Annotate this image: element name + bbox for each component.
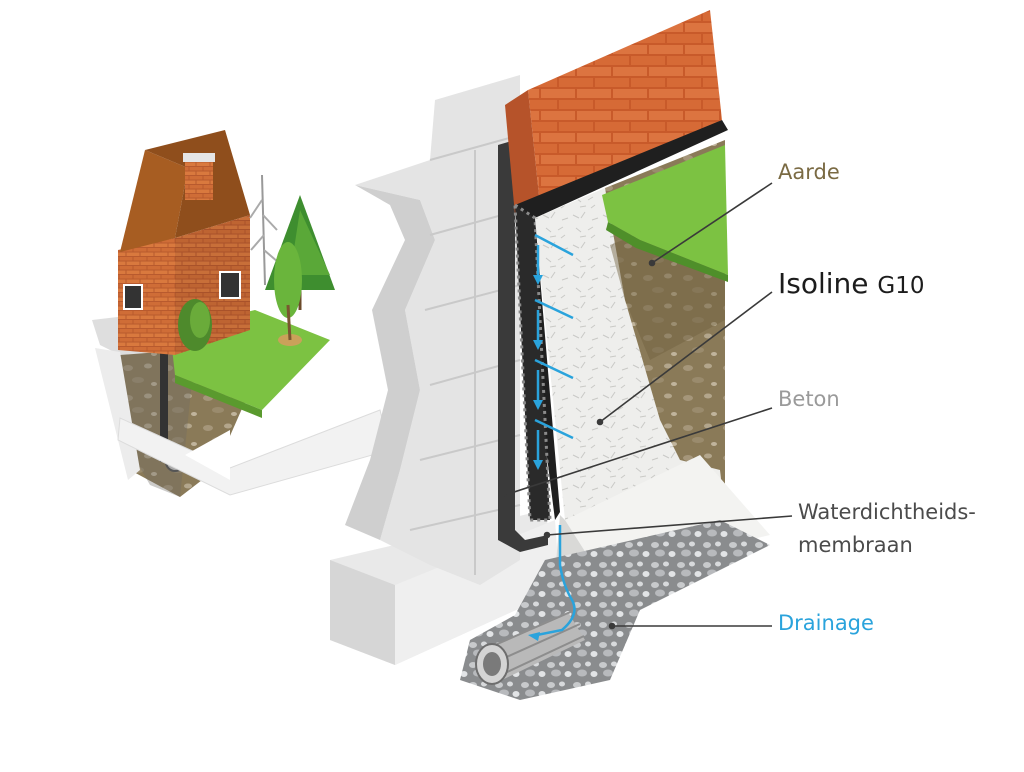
label-waterdichtheidsmembraan: Waterdichtheids- membraan: [798, 496, 976, 562]
label-membraan-line1: Waterdichtheids-: [798, 500, 976, 524]
leader-lines: [501, 182, 793, 630]
brick-wall: [528, 10, 722, 205]
main-section: [330, 10, 770, 700]
label-isoline-code: G10: [877, 273, 925, 299]
drainage-pipe-icon: [475, 609, 585, 685]
house-scene: [92, 130, 335, 497]
label-beton: Beton: [778, 387, 840, 411]
label-aarde: Aarde: [778, 160, 840, 184]
waterproof-membrane: [498, 140, 548, 552]
label-membraan-line2: membraan: [798, 533, 913, 557]
label-drainage: Drainage: [778, 611, 874, 635]
grass: [602, 145, 728, 275]
house-icon: [118, 130, 250, 355]
tree-icon: [249, 174, 335, 346]
label-isoline-g10: Isoline G10: [778, 267, 925, 300]
water-flow: [534, 233, 576, 637]
label-isoline-name: Isoline: [778, 267, 869, 300]
block-wall: [355, 75, 520, 585]
backfill: [535, 188, 720, 520]
